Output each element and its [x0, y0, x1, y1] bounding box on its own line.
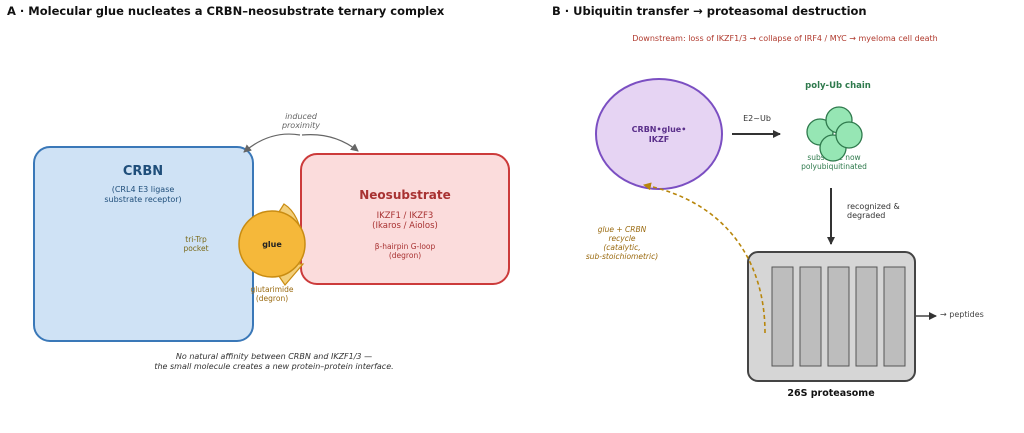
- proximity-label-line2: proximity: [281, 121, 320, 130]
- proteasome-ring: [883, 266, 906, 367]
- glutarimide-line2: (degron): [256, 294, 288, 303]
- ternary-complex: [595, 78, 723, 190]
- neosubstrate-title: Neosubstrate: [359, 188, 450, 202]
- glutarimide-line1: glutarimide: [250, 285, 293, 294]
- polyub-title: poly-Ub chain: [805, 81, 871, 91]
- proximity-arrow: [243, 133, 301, 153]
- peptides-label: → peptides: [940, 310, 984, 319]
- neosubstrate-line2: (Ikaros / Aiolos): [372, 221, 438, 231]
- proximity-arrow-right: [301, 133, 359, 152]
- proteasome-ring: [771, 266, 794, 367]
- recycle-line1: glue + CRBN: [598, 225, 647, 234]
- crbn-title: CRBN: [123, 164, 163, 179]
- proteasome-label: 26S proteasome: [787, 388, 874, 399]
- neosubstrate-box: [300, 153, 510, 285]
- panel-a-title: A · Molecular glue nucleates a CRBN–neos…: [7, 4, 445, 18]
- neosubstrate-line3: β-hairpin G-loop: [375, 242, 436, 251]
- proteasome-ring: [855, 266, 878, 367]
- pocket-label-line2: pocket: [183, 244, 208, 253]
- recycle-arrow: [643, 182, 766, 334]
- glue-molecule: [238, 210, 306, 278]
- pocket-label-line1: tri-Trp: [185, 235, 207, 244]
- panel-b-title: B · Ubiquitin transfer → proteasomal des…: [552, 4, 867, 18]
- panel-a-caption-line1: No natural affinity between CRBN and IKZ…: [176, 352, 372, 361]
- substrate-line2: polyubiquitinated: [801, 162, 867, 171]
- recognized-line2: degraded: [847, 211, 885, 220]
- neosubstrate-line4: (degron): [389, 251, 421, 260]
- downstream-text: Downstream: loss of IKZF1/3 → collapse o…: [632, 34, 938, 43]
- recognized-line1: recognized &: [847, 202, 900, 211]
- complex-label-line2: IKZF: [649, 135, 669, 144]
- panel-a-caption-line2: the small molecule creates a new protein…: [154, 362, 393, 371]
- proximity-label-line1: induced: [285, 112, 318, 121]
- ubiquitin-icon: [835, 121, 863, 149]
- recycle-line4: sub-stoichiometric): [586, 252, 658, 261]
- glue-label: glue: [262, 240, 282, 249]
- crbn-subtitle-line1: (CRL4 E3 ligase: [112, 185, 175, 194]
- neosubstrate-line1: IKZF1 / IKZF3: [377, 211, 434, 221]
- recycle-line3: (catalytic,: [603, 243, 640, 252]
- proteasome-ring: [827, 266, 850, 367]
- e2-ub-label: E2~Ub: [743, 114, 771, 123]
- recycle-line2: recycle: [608, 234, 635, 243]
- complex-label-line1: CRBN•glue•: [632, 125, 687, 134]
- proteasome-ring: [799, 266, 822, 367]
- crbn-subtitle-line2: substrate receptor): [104, 195, 181, 204]
